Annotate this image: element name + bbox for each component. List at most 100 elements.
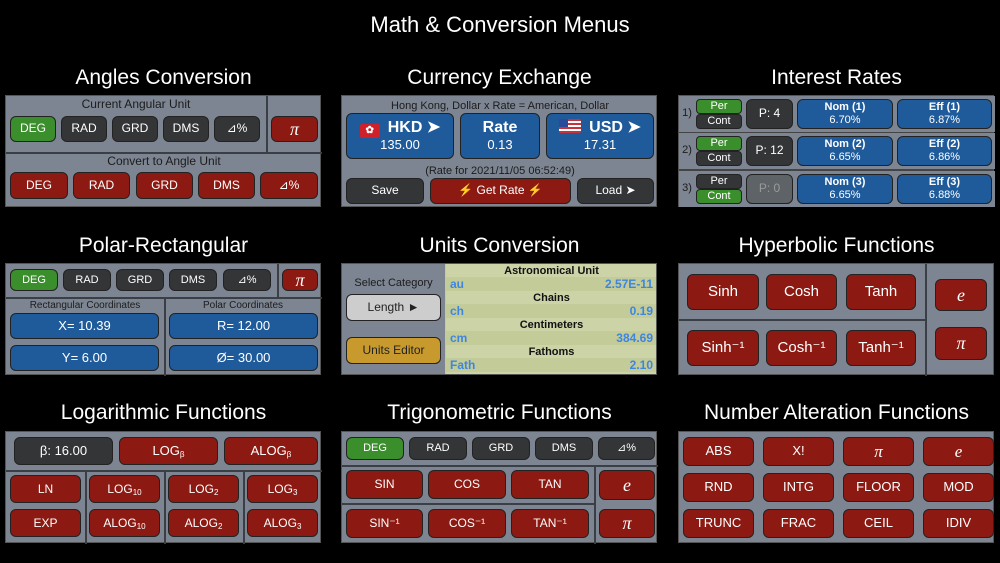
function-button[interactable]: IDIV bbox=[923, 509, 994, 538]
cont-toggle[interactable]: Cont bbox=[696, 189, 742, 204]
periods-button[interactable]: P: 12 bbox=[746, 136, 793, 166]
r-field[interactable]: R= 12.00 bbox=[169, 313, 318, 339]
function-button[interactable]: RND bbox=[683, 473, 754, 502]
base-field[interactable]: β: 16.00 bbox=[14, 437, 113, 465]
function-button[interactable]: MOD bbox=[923, 473, 994, 502]
e-button[interactable]: e bbox=[599, 470, 655, 500]
subscript: 3 bbox=[292, 488, 298, 497]
units-editor-button[interactable]: Units Editor bbox=[346, 337, 441, 364]
function-button[interactable]: π bbox=[843, 437, 914, 466]
cos-button[interactable]: COS bbox=[428, 470, 506, 499]
nominal-rate-button[interactable]: Nom (3)6.65% bbox=[797, 174, 893, 204]
sin-button[interactable]: SIN bbox=[346, 470, 423, 499]
category-button[interactable]: Length ► bbox=[346, 294, 441, 321]
pi-button[interactable]: π bbox=[935, 327, 987, 360]
function-button[interactable]: TRUNC bbox=[683, 509, 754, 538]
function-button[interactable]: e bbox=[923, 437, 994, 466]
alog-base-button[interactable]: ALOGβ bbox=[224, 437, 318, 465]
function-button[interactable]: ABS bbox=[683, 437, 754, 466]
periods-button[interactable]: P: 0 bbox=[746, 174, 793, 204]
function-button[interactable]: X! bbox=[763, 437, 834, 466]
label: LOG bbox=[188, 482, 214, 496]
convert-percent-button[interactable]: ⊿% bbox=[260, 172, 318, 199]
log-function-button[interactable]: ALOG3 bbox=[247, 509, 318, 537]
log-function-button[interactable]: LOG2 bbox=[168, 475, 239, 503]
subscript: 2 bbox=[217, 522, 223, 531]
convert-dms-button[interactable]: DMS bbox=[198, 172, 255, 199]
unit-abbr: cm bbox=[450, 331, 468, 345]
to-currency-button[interactable]: USD ➤ 17.31 bbox=[546, 113, 654, 159]
asin-button[interactable]: SIN⁻¹ bbox=[346, 509, 423, 538]
acosh-button[interactable]: Cosh⁻¹ bbox=[766, 330, 837, 366]
pi-button[interactable]: π bbox=[271, 116, 318, 142]
per-toggle[interactable]: Per bbox=[696, 136, 742, 151]
load-button[interactable]: Load ➤ bbox=[577, 178, 654, 204]
current-percent-button[interactable]: ⊿% bbox=[214, 116, 260, 142]
log-function-button[interactable]: ALOG10 bbox=[89, 509, 160, 537]
y-field[interactable]: Y= 6.00 bbox=[10, 345, 159, 371]
tan-button[interactable]: TAN bbox=[511, 470, 589, 499]
atan-button[interactable]: TAN⁻¹ bbox=[511, 509, 589, 538]
polar-pi-button[interactable]: π bbox=[282, 269, 318, 291]
acos-button[interactable]: COS⁻¹ bbox=[428, 509, 506, 538]
x-field[interactable]: X= 10.39 bbox=[10, 313, 159, 339]
effective-rate-button[interactable]: Eff (3)6.88% bbox=[897, 174, 992, 204]
nominal-rate-button[interactable]: Nom (1)6.70% bbox=[797, 99, 893, 129]
rate-button[interactable]: Rate 0.13 bbox=[460, 113, 540, 159]
log-base-button[interactable]: LOGβ bbox=[119, 437, 218, 465]
trig-dms-button[interactable]: DMS bbox=[535, 437, 593, 460]
convert-deg-button[interactable]: DEG bbox=[10, 172, 68, 199]
polar-deg-button[interactable]: DEG bbox=[10, 269, 58, 291]
polar-grd-button[interactable]: GRD bbox=[116, 269, 164, 291]
log-function-button[interactable]: ALOG2 bbox=[168, 509, 239, 537]
theta-field[interactable]: Ø= 30.00 bbox=[169, 345, 318, 371]
nominal-rate-button[interactable]: Nom (2)6.65% bbox=[797, 136, 893, 166]
polar-dms-button[interactable]: DMS bbox=[169, 269, 217, 291]
sinh-button[interactable]: Sinh bbox=[687, 274, 759, 310]
per-toggle[interactable]: Per bbox=[696, 174, 742, 189]
current-grd-button[interactable]: GRD bbox=[112, 116, 158, 142]
units-panel: Select Category Length ► Units Editor As… bbox=[341, 263, 657, 375]
log-function-button[interactable]: LOG3 bbox=[247, 475, 318, 503]
current-deg-button[interactable]: DEG bbox=[10, 116, 56, 142]
effective-rate-button[interactable]: Eff (1)6.87% bbox=[897, 99, 992, 129]
polar-rad-button[interactable]: RAD bbox=[63, 269, 111, 291]
cosh-button[interactable]: Cosh bbox=[766, 274, 837, 310]
atanh-button[interactable]: Tanh⁻¹ bbox=[846, 330, 916, 366]
tanh-button[interactable]: Tanh bbox=[846, 274, 916, 310]
log-function-button[interactable]: EXP bbox=[10, 509, 81, 537]
cont-toggle[interactable]: Cont bbox=[696, 114, 742, 129]
from-currency-button[interactable]: ✿HKD ➤ 135.00 bbox=[346, 113, 454, 159]
function-button[interactable]: FLOOR bbox=[843, 473, 914, 502]
periods-button[interactable]: P: 4 bbox=[746, 99, 793, 129]
convert-rad-button[interactable]: RAD bbox=[73, 172, 130, 199]
currency-title: Currency Exchange bbox=[407, 66, 592, 89]
cont-toggle[interactable]: Cont bbox=[696, 151, 742, 166]
function-button[interactable]: INTG bbox=[763, 473, 834, 502]
e-button[interactable]: e bbox=[935, 279, 987, 311]
get-rate-button[interactable]: ⚡ Get Rate ⚡ bbox=[430, 178, 571, 204]
trig-deg-button[interactable]: DEG bbox=[346, 437, 404, 460]
trig-rad-button[interactable]: RAD bbox=[409, 437, 467, 460]
save-button[interactable]: Save bbox=[346, 178, 424, 204]
log-function-button[interactable]: LN bbox=[10, 475, 81, 503]
log-function-button[interactable]: LOG10 bbox=[89, 475, 160, 503]
asinh-button[interactable]: Sinh⁻¹ bbox=[687, 330, 759, 366]
trig-grd-button[interactable]: GRD bbox=[472, 437, 530, 460]
trig-percent-button[interactable]: ⊿% bbox=[598, 437, 655, 460]
label: ALOG bbox=[184, 516, 218, 530]
per-toggle[interactable]: Per bbox=[696, 99, 742, 114]
function-button[interactable]: FRAC bbox=[763, 509, 834, 538]
function-button[interactable]: CEIL bbox=[843, 509, 914, 538]
effective-rate-button[interactable]: Eff (2)6.86% bbox=[897, 136, 992, 166]
rect-coords-label: Rectangular Coordinates bbox=[29, 300, 141, 311]
current-dms-button[interactable]: DMS bbox=[163, 116, 209, 142]
current-rad-button[interactable]: RAD bbox=[61, 116, 107, 142]
pi-button[interactable]: π bbox=[599, 509, 655, 538]
convert-grd-button[interactable]: GRD bbox=[136, 172, 193, 199]
polar-percent-button[interactable]: ⊿% bbox=[223, 269, 271, 291]
